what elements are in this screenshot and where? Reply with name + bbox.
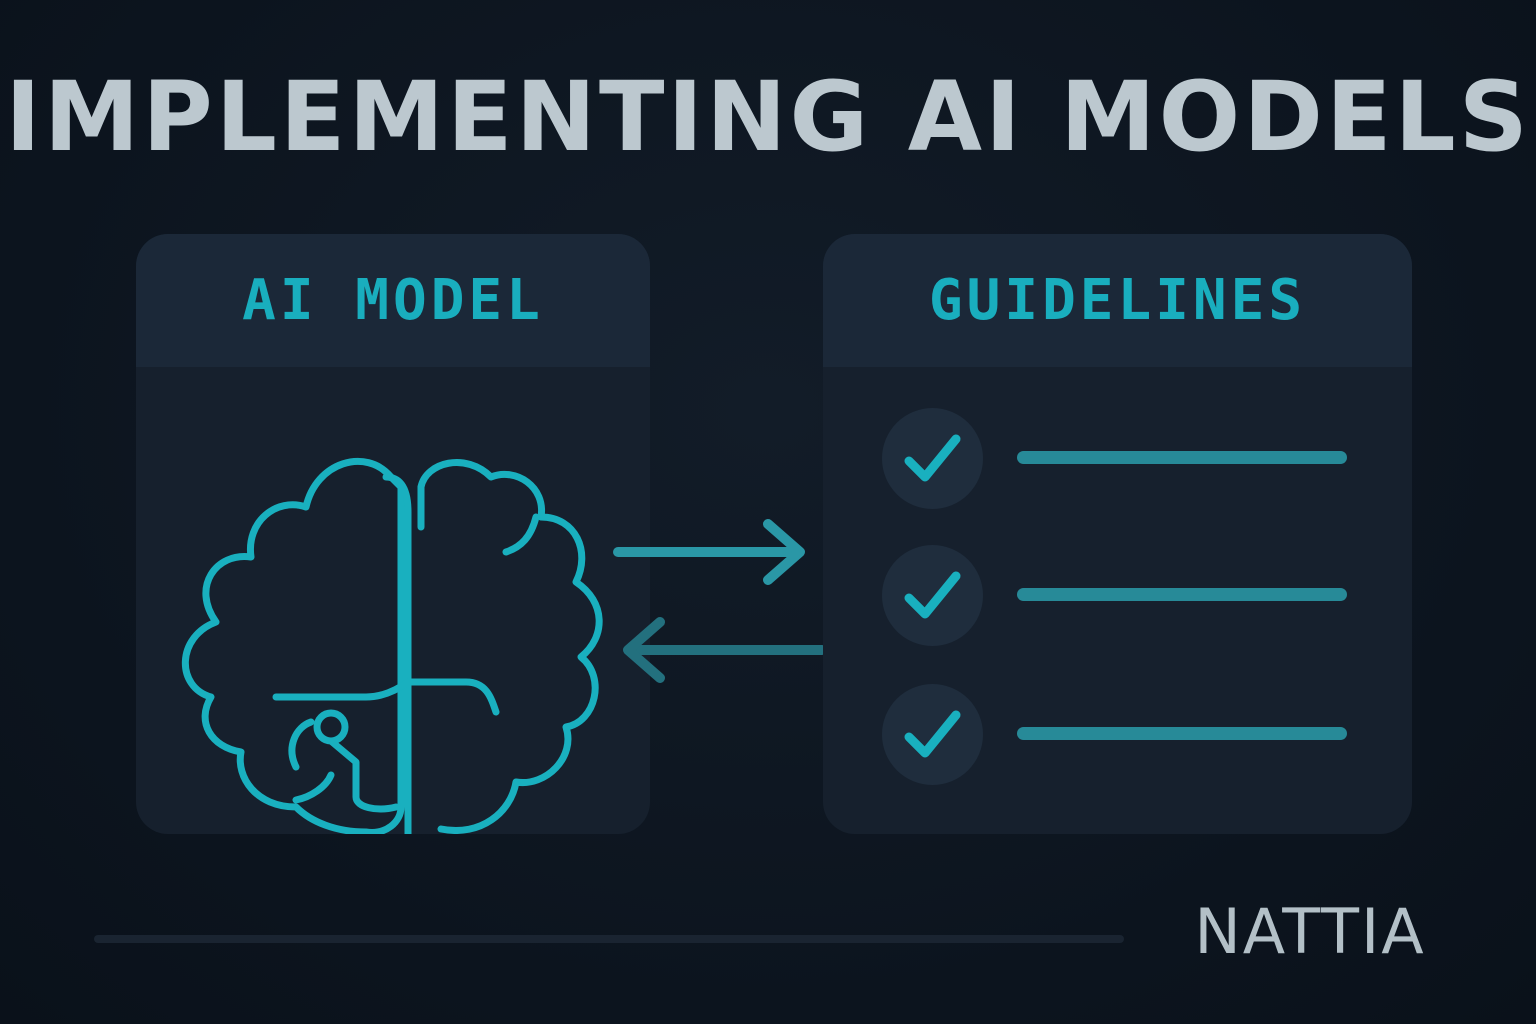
guideline-line	[1017, 451, 1347, 464]
arrows-connector	[600, 500, 840, 700]
arrow-right-icon	[613, 519, 805, 585]
guidelines-card-header: GUIDELINES	[823, 234, 1412, 367]
arrow-left-icon	[623, 617, 827, 683]
guideline-item	[823, 684, 1412, 788]
check-icon	[882, 684, 983, 785]
brain-circuit-icon	[136, 367, 650, 834]
ai-model-label: AI MODEL	[242, 268, 544, 333]
guideline-item	[823, 408, 1412, 512]
brand-name: NATTIA	[1194, 895, 1426, 968]
guideline-line	[1017, 588, 1347, 601]
guideline-item	[823, 545, 1412, 649]
guidelines-label: GUIDELINES	[928, 268, 1307, 333]
ai-model-card-header: AI MODEL	[136, 234, 650, 367]
footer-divider	[94, 935, 1124, 943]
check-icon	[882, 545, 983, 646]
guidelines-card: GUIDELINES	[823, 234, 1412, 834]
page-title: IMPLEMENTING AI MODELS	[5, 61, 1531, 173]
check-icon	[882, 408, 983, 509]
guideline-line	[1017, 727, 1347, 740]
ai-model-card: AI MODEL	[136, 234, 650, 834]
